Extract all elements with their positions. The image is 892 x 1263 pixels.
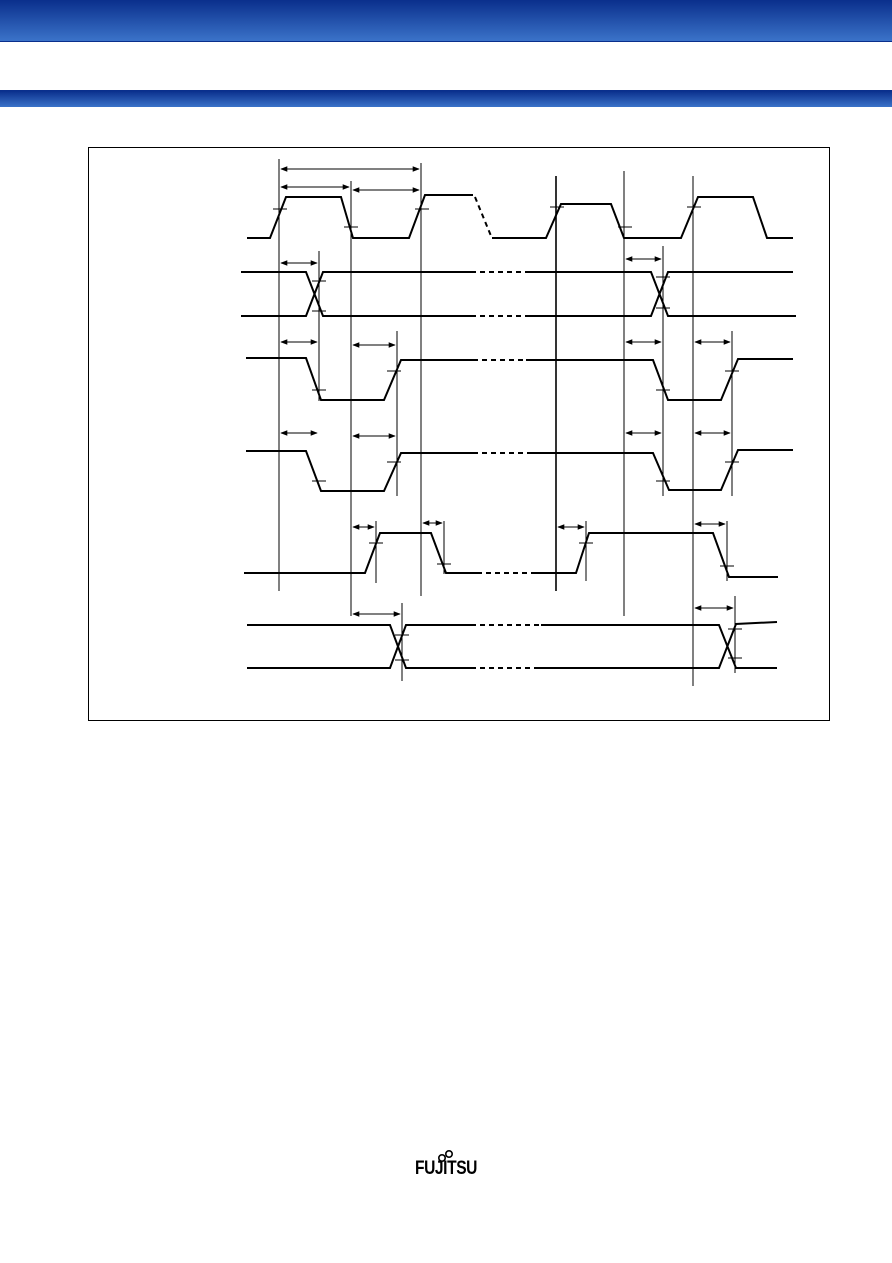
fujitsu-infinity-icon [437,1149,453,1163]
header-bar [0,0,892,42]
timing-diagram [241,159,796,686]
fujitsu-logo: FUJITSU [400,1148,492,1194]
threshold-ticks [273,206,742,661]
timing-arrows [280,166,734,617]
continuation-dashes [471,196,541,669]
timing-diagram-frame [88,147,830,721]
subheader-bar [0,90,892,107]
waveforms [241,194,796,669]
header-band [0,42,892,90]
logo-text: FUJITSU [414,1158,478,1179]
